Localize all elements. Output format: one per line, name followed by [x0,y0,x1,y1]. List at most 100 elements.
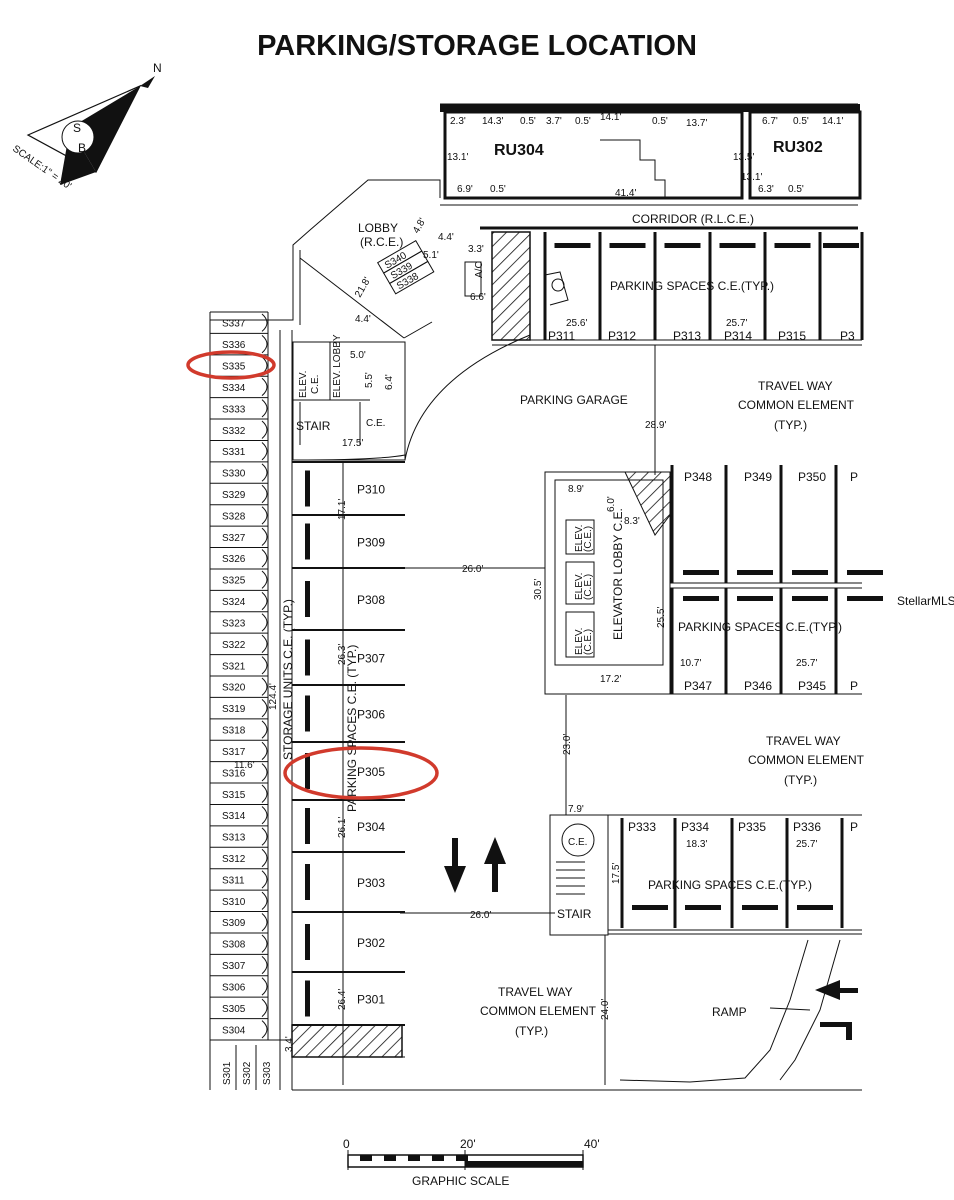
storage-door-swing [261,720,268,739]
core-dim-172: 17.2' [600,674,621,685]
lobby-dim-44b: 4.4' [438,232,454,243]
travel-way-middle: TRAVEL WAY COMMON ELEMENT (TYP.) [748,734,865,787]
dim-top-1: 2.3' [450,116,466,127]
storage-door-swing [261,463,268,482]
parking-space-label: P350 [798,470,826,484]
storage-door-swing [261,784,268,803]
elevator-lobby-label: ELEVATOR LOBBY C.E. [611,508,625,640]
corridor: CORRIDOR (R.L.C.E.) [440,204,858,230]
storage-door-swing [261,934,268,953]
wheel-stop-bar [847,596,883,601]
parking-space-label: P346 [744,679,772,693]
parking-space-label: P312 [608,329,636,343]
storage-door-swing [261,699,268,718]
south-dim-175: 17.5' [611,863,622,884]
storage-unit-label: S325 [222,576,246,587]
storage-unit-label: S328 [222,511,246,522]
dim-side-8: 0.5' [788,184,804,195]
storage-unit-label: S316 [222,768,246,779]
core-dim-83: 8.3' [624,516,640,527]
parking-space-label: P334 [681,820,709,834]
wheel-stop-bar [664,243,701,248]
down-arrow-icon [444,838,466,893]
wheel-stop-bar [305,639,310,676]
travel-way-south: TRAVEL WAY COMMON ELEMENT (TYP.) [480,985,597,1038]
wheel-stop-bar [609,243,646,248]
parking-garage-label: PARKING GARAGE [520,393,628,407]
dim-5-5: 5.5' [364,372,375,388]
storage-door-swing [261,591,268,611]
core-dim-255: 25.5' [656,607,667,628]
dim-289: 28.9' [645,420,666,431]
dim-top-7: 0.5' [652,116,668,127]
parking-space-label: P314 [724,329,752,343]
page-title: PARKING/STORAGE LOCATION [257,30,697,62]
ramp-label: RAMP [712,1005,747,1019]
watermark: StellarMLS [897,594,954,608]
middle-parking-label: PARKING SPACES C.E.(TYP.) [678,620,842,634]
storage-unit-label: S332 [222,426,246,437]
storage-unit-label: S331 [222,447,246,458]
compass-b-label: B [78,141,86,155]
parking-space-label: P336 [793,820,821,834]
south-stair-label: STAIR [557,907,592,921]
corridor-label: CORRIDOR (R.L.C.E.) [632,212,754,226]
unit-ru302: RU302 [773,139,823,156]
elev-lobby-label: ELEV. LOBBY [332,334,343,398]
middle-parking [670,582,862,695]
highlight-s335 [186,350,276,380]
west-dim-263: 26.3' [337,644,348,665]
storage-door-swing [261,549,268,568]
core-dim-60: 6.0' [606,496,617,512]
storage-unit-label: S313 [222,833,246,844]
elev-1-ce: (C.E.) [583,526,594,552]
storage-door-swing [261,677,268,696]
travel-way-s-1: TRAVEL WAY [498,985,573,999]
south-stair-ce: C.E. [568,837,587,848]
north-parking-label: PARKING SPACES C.E.(TYP.) [610,279,774,293]
dim-top-10: 0.5' [793,116,809,127]
storage-door-swing [261,484,268,504]
dim-side-3: 13.1' [741,172,762,183]
wheel-stop-bar [305,808,310,844]
storage-door-swing [261,335,268,354]
mid-dim-107: 10.7' [680,658,701,669]
storage-door-swing [261,870,268,889]
storage-unit-label: S311 [222,875,245,886]
parking-space-label: P333 [628,820,656,834]
storage-unit-label: S315 [222,790,246,801]
parking-space-label: P347 [684,679,712,693]
wheel-stop-bar [797,905,833,910]
storage-door-swing [261,741,268,761]
elev-3-label: ELEV. [574,628,585,655]
dim-305: 30.5' [533,579,544,600]
south-dim-257: 25.7' [796,839,817,850]
highlight-p305 [283,746,439,800]
dim-top-8: 13.7' [686,118,707,129]
storage-door-swing [261,806,268,825]
south-parking-label: PARKING SPACES C.E.(TYP.) [648,878,812,892]
storage-units-column: S337S336S335S334S333S332S331S330S329S328… [209,311,293,1090]
parking-space-label: P307 [357,652,385,666]
storage-unit-label: S320 [222,683,246,694]
south-parking [608,814,862,935]
west-parking [291,459,862,1091]
parking-space-label: P3 [840,329,855,343]
wheel-stop-bar [305,470,310,507]
dim-5-0: 5.0' [350,350,366,361]
dim-top-9: 6.7' [762,116,778,127]
wheel-stop-bar [774,243,811,248]
south-dim-183: 18.3' [686,839,707,850]
dim-260-b: 26.0' [470,910,491,921]
parking-space-label: P348 [684,470,712,484]
west-parking-label: PARKING SPACES C.E. (TYP.) [345,645,359,812]
parking-space-label: P303 [357,876,385,890]
storage-door-swing [261,913,268,932]
wheel-stop-bar [554,243,591,248]
lobby-dim-51: 5.1' [423,250,439,261]
travel-way-m-3: (TYP.) [784,773,817,787]
storage-unit-label: S308 [222,940,246,951]
storage-door-swing [261,656,268,675]
